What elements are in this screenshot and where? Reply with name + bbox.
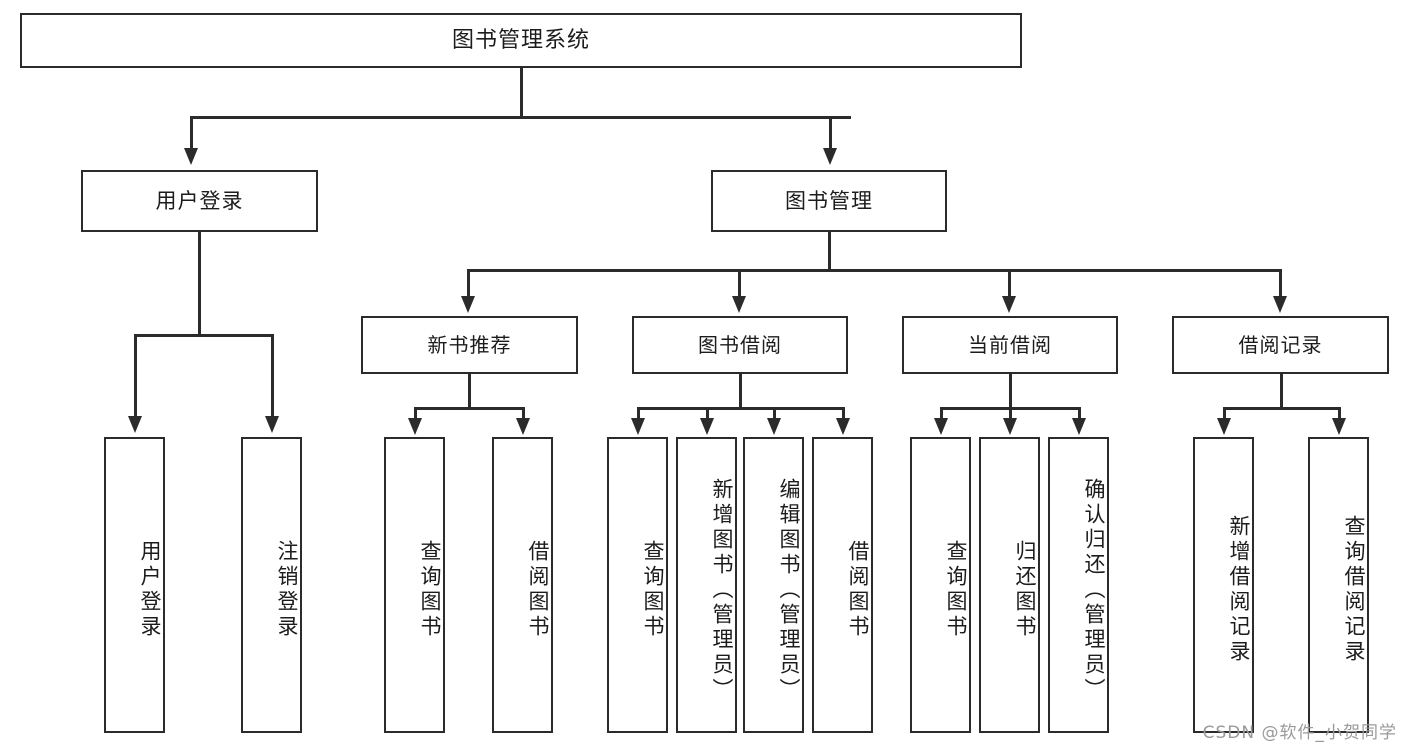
connector-bm-to-borrow-record [1279,269,1282,298]
leaf-label: 新增图书（管理员） [710,477,734,703]
leaf-book-borrow-borrow-book[interactable]: 借阅图书 [812,437,873,733]
arrow-bm-to-borrow-record [1273,296,1287,313]
node-book-management[interactable]: 图书管理 [711,170,947,232]
leaf-borrow-record-query-record[interactable]: 查询借阅记录 [1308,437,1369,733]
leaf-label: 确认归还（管理员） [1082,477,1106,703]
leaf-current-borrow-query-book[interactable]: 查询图书 [910,437,971,733]
arrow-nb-to-leaf-2 [516,418,530,435]
connector-new-book-stem [468,374,471,409]
leaf-label: 借阅图书 [846,540,870,640]
arrow-user-login-to-leaf-1 [128,416,142,433]
connector-book-borrow-bus [637,407,842,410]
arrow-user-login-to-leaf-2 [265,416,279,433]
connector-user-login-bus [134,334,271,337]
leaf-book-borrow-query-book[interactable]: 查询图书 [607,437,668,733]
leaf-label: 查询图书 [944,540,968,640]
leaf-label: 查询借阅记录 [1342,515,1366,665]
node-borrow-record[interactable]: 借阅记录 [1172,316,1389,374]
connector-user-login-to-leaf-2 [271,334,274,418]
arrow-bm-to-book-borrow [732,296,746,313]
leaf-label: 用户登录 [138,540,162,640]
leaf-label: 借阅图书 [526,540,550,640]
node-new-book-recommend[interactable]: 新书推荐 [361,316,578,374]
leaf-book-borrow-add-book-admin[interactable]: 新增图书（管理员） [676,437,737,733]
leaf-book-borrow-edit-book-admin[interactable]: 编辑图书（管理员） [743,437,804,733]
arrow-br-to-leaf-1 [1217,418,1231,435]
connector-bb-to-leaf-4 [842,407,845,420]
node-current-borrow[interactable]: 当前借阅 [902,316,1118,374]
connector-cb-to-leaf-2 [1009,407,1012,420]
node-root-book-management-system[interactable]: 图书管理系统 [20,13,1022,68]
connector-root-bus [190,116,851,119]
node-label: 当前借阅 [968,332,1052,357]
leaf-borrow-record-add-record[interactable]: 新增借阅记录 [1193,437,1254,733]
connector-cb-to-leaf-3 [1078,407,1081,420]
leaf-label: 查询图书 [418,540,442,640]
connector-book-borrow-stem [739,374,742,409]
connector-nb-to-leaf-1 [414,407,417,420]
leaf-label: 查询图书 [641,540,665,640]
connector-bm-to-book-borrow [738,269,741,298]
node-label: 借阅记录 [1238,332,1323,357]
arrow-bm-to-new-book [461,296,475,313]
connector-br-to-leaf-2 [1338,407,1341,420]
leaf-label: 注销登录 [275,540,299,640]
node-label: 用户登录 [155,188,244,213]
arrow-bb-to-leaf-2 [700,418,714,435]
csdn-watermark: CSDN @软件_小贺同学 [1202,723,1397,743]
leaf-user-login-login[interactable]: 用户登录 [104,437,165,733]
node-label: 新书推荐 [427,332,512,357]
node-label: 图书借阅 [698,332,782,357]
connector-bb-to-leaf-1 [637,407,640,420]
arrow-bb-to-leaf-4 [836,418,850,435]
leaf-new-book-query-book[interactable]: 查询图书 [384,437,445,733]
arrow-bb-to-leaf-3 [767,418,781,435]
connector-book-management-stem [828,232,831,271]
connector-new-book-bus [414,407,522,410]
connector-borrow-record-bus [1223,407,1338,410]
arrow-cb-to-leaf-2 [1003,418,1017,435]
connector-root-to-user-login [190,116,193,150]
connector-book-management-bus [467,269,1281,272]
connector-bb-to-leaf-2 [706,407,709,420]
connector-root-stem [520,68,523,117]
connector-br-to-leaf-1 [1223,407,1226,420]
arrow-br-to-leaf-2 [1332,418,1346,435]
leaf-user-login-logout[interactable]: 注销登录 [241,437,302,733]
node-label: 图书管理 [785,188,873,213]
arrow-cb-to-leaf-1 [934,418,948,435]
connector-current-borrow-stem [1009,374,1012,409]
node-user-login[interactable]: 用户登录 [81,170,318,232]
connector-bm-to-new-book [467,269,470,298]
leaf-new-book-borrow-book[interactable]: 借阅图书 [492,437,553,733]
connector-bm-to-current-borrow [1008,269,1011,298]
arrow-root-to-user-login [184,148,198,165]
connector-borrow-record-stem [1280,374,1283,409]
leaf-current-borrow-confirm-return-admin[interactable]: 确认归还（管理员） [1048,437,1109,733]
connector-user-login-to-leaf-1 [134,334,137,418]
arrow-root-to-book-management [823,148,837,165]
node-book-borrow[interactable]: 图书借阅 [632,316,848,374]
leaf-current-borrow-return-book[interactable]: 归还图书 [979,437,1040,733]
arrow-bm-to-current-borrow [1002,296,1016,313]
node-label: 图书管理系统 [451,27,590,53]
leaf-label: 归还图书 [1013,540,1037,640]
arrow-nb-to-leaf-1 [408,418,422,435]
connector-cb-to-leaf-1 [940,407,943,420]
connector-root-to-book-management [829,116,832,150]
connector-bb-to-leaf-3 [773,407,776,420]
arrow-cb-to-leaf-3 [1072,418,1086,435]
leaf-label: 新增借阅记录 [1227,515,1251,665]
connector-user-login-stem [198,232,201,336]
leaf-label: 编辑图书（管理员） [777,477,801,703]
connector-nb-to-leaf-2 [522,407,525,420]
arrow-bb-to-leaf-1 [631,418,645,435]
